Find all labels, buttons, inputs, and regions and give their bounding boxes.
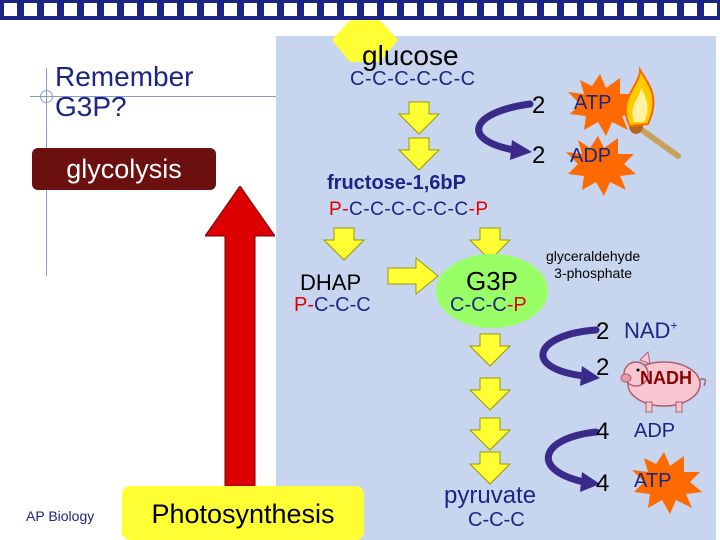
down-arrow-icon xyxy=(470,378,510,410)
fructose-formula: P-C-C-C-C-C-C-P xyxy=(329,199,489,221)
formula-atom: C xyxy=(350,68,365,90)
formula-atom: C xyxy=(439,68,454,90)
formula-atom: C xyxy=(412,199,426,220)
g3p-full-name: glyceraldehyde 3-phosphate xyxy=(546,248,640,282)
g3p-formula: C-C-C-P xyxy=(450,294,527,317)
atp-in-label: ATP xyxy=(574,92,611,115)
formula-atom: C xyxy=(370,199,384,220)
formula-bond: - xyxy=(453,68,460,90)
formula-bond: - xyxy=(431,68,438,90)
pyruvate-formula: C-C-C xyxy=(468,509,525,532)
dhap-label: DHAP xyxy=(300,270,361,296)
formula-atom: C xyxy=(454,199,468,220)
formula-atom: C xyxy=(349,199,363,220)
dhap-formula: P-C-C-C xyxy=(294,294,371,317)
nad-charge: + xyxy=(670,319,677,333)
formula-bond: - xyxy=(342,199,349,220)
formula-atom: C xyxy=(314,294,328,316)
curved-arrow-icon xyxy=(479,104,530,150)
formula-phosphate: P xyxy=(329,199,342,220)
formula-atom: C xyxy=(416,68,431,90)
formula-atom: C xyxy=(335,294,349,316)
arrowhead-icon xyxy=(510,140,532,160)
formula-phosphate: P xyxy=(294,294,307,316)
formula-atom: C xyxy=(461,68,476,90)
curved-arrow-icon xyxy=(543,330,596,376)
nad-text: NAD xyxy=(624,318,670,343)
down-arrow-icon xyxy=(470,418,510,450)
nad-label: NAD+ xyxy=(624,318,677,344)
fructose-phosphate: P xyxy=(453,172,466,194)
down-arrow-icon xyxy=(470,452,510,484)
formula-atom: C xyxy=(492,294,506,316)
down-arrow-icon xyxy=(399,102,439,134)
nad-count: 2 xyxy=(596,318,609,346)
formula-atom: C xyxy=(433,199,447,220)
fructose-label: fructose-1,6bP xyxy=(327,172,466,195)
formula-atom: C xyxy=(450,294,464,316)
pyruvate-label: pyruvate xyxy=(444,482,536,510)
adp-out-label: ADP xyxy=(570,145,611,168)
g3p-full-name-line-1: glyceraldehyde xyxy=(546,248,640,265)
g3p-label: G3P xyxy=(466,266,518,297)
formula-phosphate: P xyxy=(513,294,526,316)
formula-atom: C xyxy=(394,68,409,90)
g3p-full-name-line-2: 3-phosphate xyxy=(546,265,640,282)
atp-in-count: 2 xyxy=(532,92,545,120)
nadh-count: 2 xyxy=(596,354,609,382)
adp-in-count: 4 xyxy=(596,418,609,446)
glucose-formula: C-C-C-C-C-C xyxy=(350,68,476,91)
down-arrow-icon xyxy=(470,334,510,366)
formula-atom: C xyxy=(356,294,370,316)
down-arrow-icon xyxy=(399,138,439,170)
atp-out-count: 4 xyxy=(596,470,609,498)
curved-arrow-icon xyxy=(548,432,596,482)
fructose-name: fructose-1,6b xyxy=(327,172,453,194)
adp-in-label: ADP xyxy=(634,420,675,443)
formula-phosphate: P xyxy=(475,199,488,220)
formula-atom: C xyxy=(391,199,405,220)
adp-out-count: 2 xyxy=(532,142,545,170)
atp-out-label: ATP xyxy=(634,470,671,493)
right-arrow-icon xyxy=(388,258,438,294)
formula-bond: - xyxy=(307,294,314,316)
formula-atom: C xyxy=(471,294,485,316)
nadh-label: NADH xyxy=(640,368,692,389)
match-flame-icon xyxy=(626,70,678,156)
down-arrow-icon xyxy=(324,228,364,260)
formula-atom: C xyxy=(372,68,387,90)
